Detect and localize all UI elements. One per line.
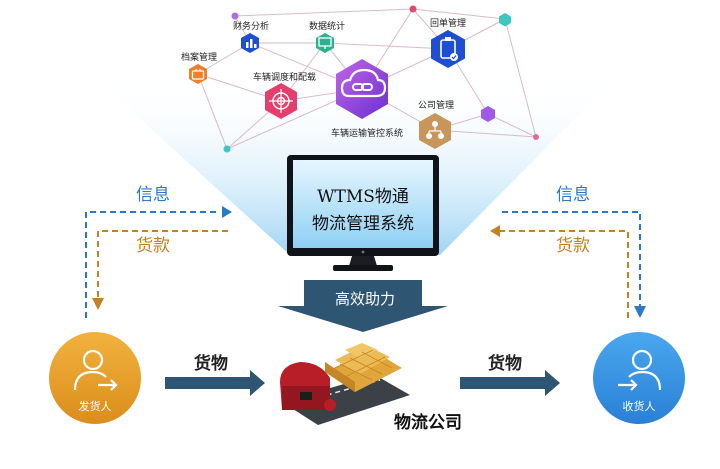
statistics-module-label: 数据统计 [309,22,346,32]
node-dot [533,134,539,140]
dispatch-module[interactable] [265,83,297,119]
node-dot [499,13,511,27]
node-dot [481,106,495,122]
hub-module-label: 车辆运输管控系统 [331,129,404,139]
down-arrow [278,280,448,332]
company-label: 物流公司 [394,413,462,433]
arrow-head [634,306,646,318]
right-info-label: 信息 [556,185,590,205]
company-module-label: 公司管理 [418,101,455,111]
left-payment-label: 货款 [136,236,170,256]
screen-title-line1: WTMS物通 [317,187,409,207]
finance-module-label: 财务分析 [233,22,270,32]
warehouse-illustration [280,343,410,425]
receiver-node[interactable] [593,332,685,424]
node-dot [223,145,231,153]
right-info-flow [498,211,641,318]
shipper-label: 发货人 [78,400,112,413]
arrow-head [490,225,500,237]
person-arrow-icon [73,349,118,391]
archive-module-label: 档案管理 [181,53,218,63]
node-dot [409,5,417,13]
archive-module[interactable] [189,64,207,84]
goods-arrow-left [165,370,265,396]
receipt-module-label: 回单管理 [430,19,467,29]
node-dot [231,12,239,20]
monitor [287,155,439,271]
company-module[interactable] [419,113,451,149]
arrow-head [92,298,104,310]
statistics-module[interactable] [316,33,334,53]
finance-module[interactable] [241,33,259,53]
receipt-module[interactable] [431,30,465,68]
receiver-label: 收货人 [622,400,656,413]
left-info-label: 信息 [136,185,170,205]
dispatch-module-label: 车辆调度和配载 [253,73,317,83]
right-goods-label: 货物 [488,354,522,374]
right-payment-label: 货款 [556,236,590,256]
person-arrow-icon [618,349,662,391]
shipper-node[interactable] [49,332,141,424]
boost-label: 高效助力 [334,290,395,308]
arrow-head [222,206,232,218]
left-goods-label: 货物 [194,354,228,374]
screen-title-line2: 物流管理系统 [312,214,414,234]
left-info-flow [85,211,228,318]
hub-module[interactable] [336,59,388,119]
goods-arrow-right [460,370,560,396]
